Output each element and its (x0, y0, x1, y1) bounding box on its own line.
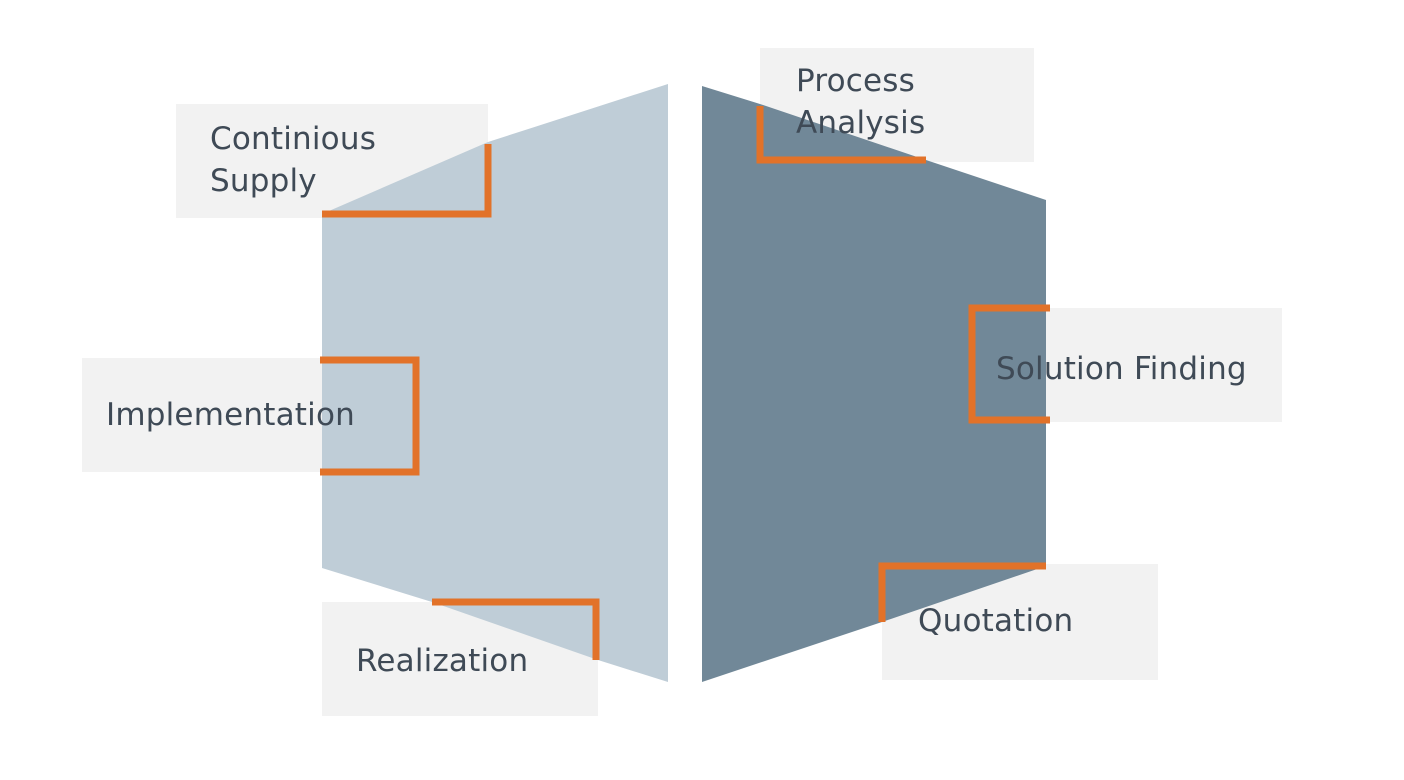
label-quotation: Quotation (918, 603, 1074, 639)
label-implementation: Implementation (106, 397, 355, 433)
label-process-analysis: Process Analysis (796, 63, 926, 141)
connector-solution-finding (968, 304, 1050, 424)
connector-process-analysis (756, 106, 926, 164)
connector-realization (432, 598, 600, 660)
label-solution-finding: Solution Finding (996, 351, 1247, 387)
connector-quotation (878, 562, 1046, 622)
connector-implementation (320, 356, 420, 476)
left-panel (322, 84, 668, 682)
label-realization: Realization (356, 643, 529, 679)
right-panel (702, 86, 1046, 682)
label-continuous-supply: Continious Supply (210, 121, 377, 199)
connector-continuous-supply (322, 144, 492, 218)
